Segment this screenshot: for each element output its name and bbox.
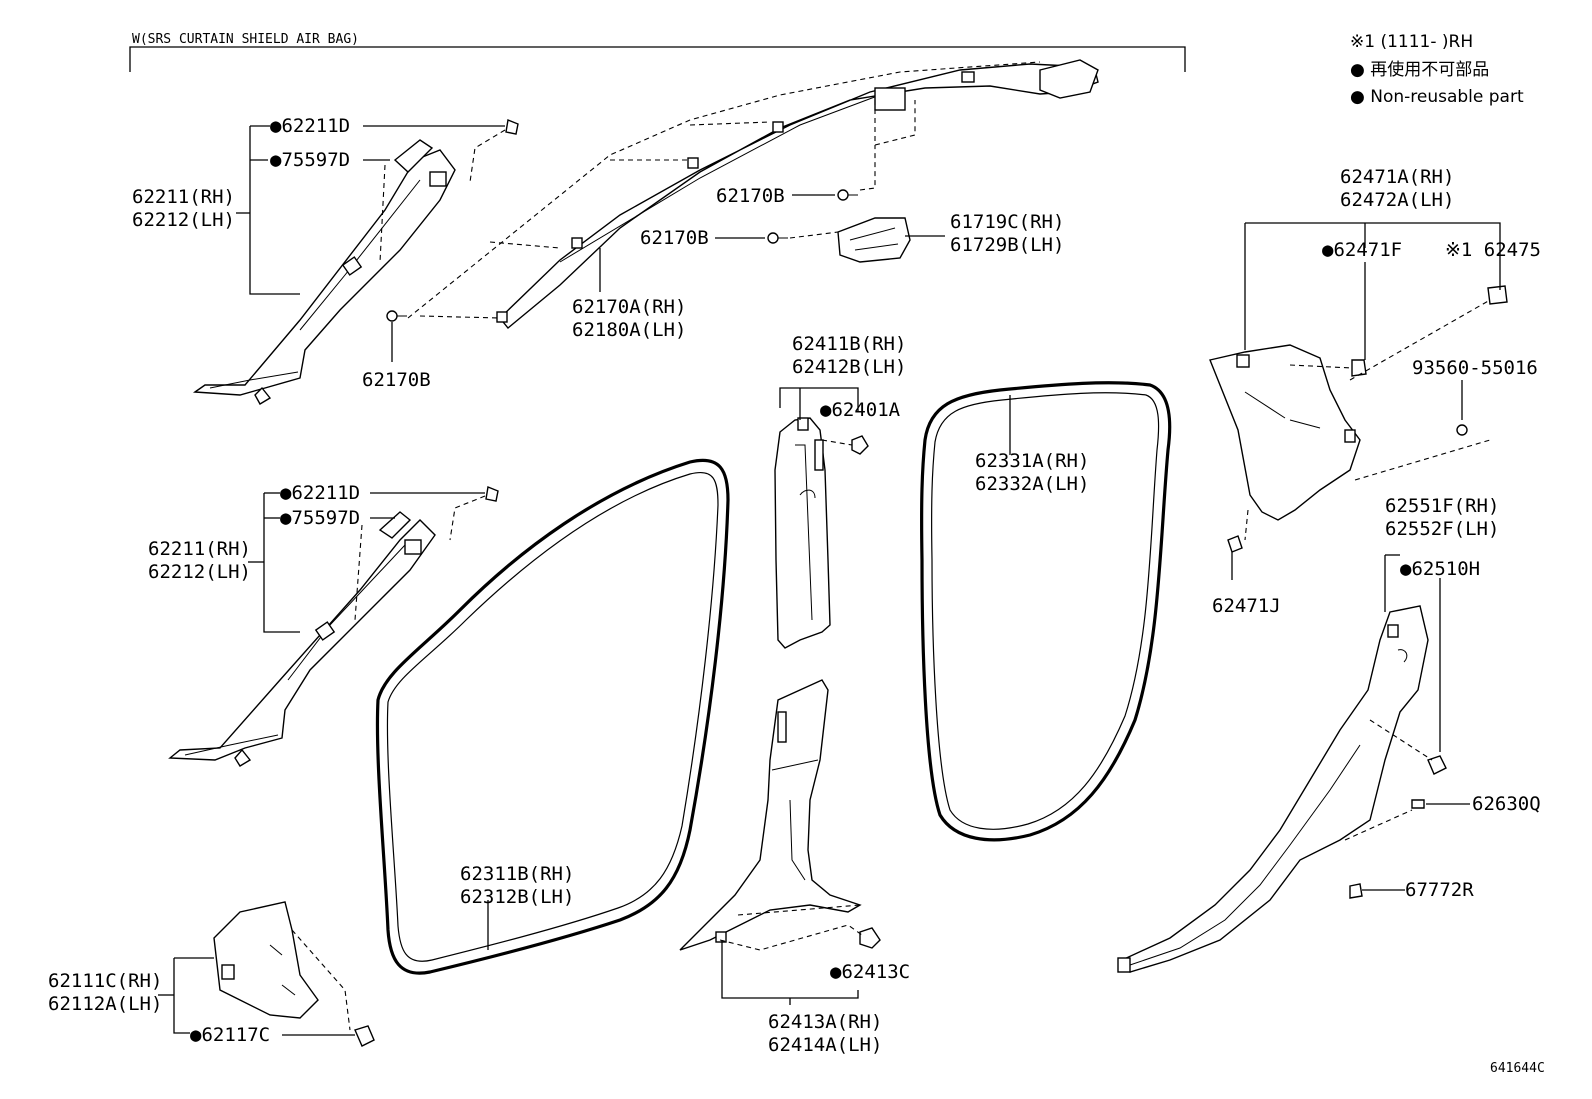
- label-67772r: 67772R: [1405, 879, 1474, 901]
- roof-rail-callouts: 62170A(RH) 62180A(LH) 62170B 62170B 6217…: [362, 61, 1041, 391]
- label-62552f-lh: 62552F(LH): [1385, 518, 1499, 540]
- label-62471a-rh: 62471A(RH): [1340, 166, 1454, 188]
- label-62211-rh-lower: 62211(RH): [148, 538, 251, 560]
- label-62471f: ●62471F: [1322, 239, 1402, 261]
- rear-door-weatherstrip: 62331A(RH) 62332A(LH): [920, 381, 1172, 842]
- label-62170a-rh: 62170A(RH): [572, 296, 686, 318]
- label-62170b-c: 62170B: [362, 369, 431, 391]
- label-62551f-rh: 62551F(RH): [1385, 495, 1499, 517]
- airbag-variant-bracket: W(SRS CURTAIN SHIELD AIR BAG): [129, 32, 1186, 72]
- label-62471j: 62471J: [1212, 595, 1281, 617]
- label-62510h: ●62510H: [1400, 558, 1480, 580]
- label-62211d-upper: ●62211D: [270, 115, 350, 137]
- roof-rail-airbag: [496, 59, 1099, 329]
- label-62211-rh-upper: 62211(RH): [132, 186, 235, 208]
- label-75597d-upper: ●75597D: [270, 149, 350, 171]
- label-93560-55016: 93560-55016: [1412, 357, 1538, 379]
- label-62332a-lh: 62332A(LH): [975, 473, 1089, 495]
- label-62411b-rh: 62411B(RH): [792, 333, 906, 355]
- b-pillar-lower-garnish: ●62413C 62413A(RH) 62414A(LH): [679, 679, 910, 1056]
- legend-note-2: ● 再使用不可部品: [1350, 59, 1489, 80]
- label-62331a-rh: 62331A(RH): [975, 450, 1089, 472]
- label-62211d-lower: ●62211D: [280, 482, 360, 504]
- label-62630q: 62630Q: [1472, 793, 1541, 815]
- a-pillar-lower-callouts: ●62211D ●75597D 62211(RH) 62212(LH): [148, 482, 499, 633]
- b-pillar-upper-garnish: 62411B(RH) 62412B(LH) ●62401A: [774, 333, 906, 649]
- label-62117c: ●62117C: [190, 1024, 270, 1046]
- label-62401a: ●62401A: [820, 399, 901, 421]
- diagram-id: 641644C: [1490, 1061, 1545, 1076]
- label-62413a-rh: 62413A(RH): [768, 1011, 882, 1033]
- label-62312b-lh: 62312B(LH): [460, 886, 574, 908]
- label-62170b-a: 62170B: [716, 185, 785, 207]
- label-62412b-lh: 62412B(LH): [792, 356, 906, 378]
- cowl-side-trim: 62111C(RH) 62112A(LH) ●62117C: [48, 901, 375, 1047]
- a-pillar-garnish-upper: [192, 139, 456, 405]
- label-62472a-lh: 62472A(LH): [1340, 189, 1454, 211]
- quarter-trim-lower: 62551F(RH) 62552F(LH) ●62510H 62630Q 677…: [1117, 495, 1541, 973]
- label-75597d-lower: ●75597D: [280, 507, 360, 529]
- label-62413c: ●62413C: [830, 961, 910, 983]
- label-62311b-rh: 62311B(RH): [460, 863, 574, 885]
- front-door-opening-weatherstrip: 62311B(RH) 62312B(LH): [375, 458, 730, 975]
- legend-note-3: ● Non-reusable part: [1350, 87, 1524, 107]
- assist-grip-bracket: 61719C(RH) 61729B(LH): [789, 211, 1064, 263]
- label-62212-lh-lower: 62212(LH): [148, 561, 251, 583]
- label-62112a-lh: 62112A(LH): [48, 993, 162, 1015]
- legend-note-1: ※1 (1111- )RH: [1350, 32, 1473, 52]
- label-62475-note: ※1 62475: [1445, 239, 1541, 261]
- label-62170b-b: 62170B: [640, 227, 709, 249]
- legend: ※1 (1111- )RH ● 再使用不可部品 ● Non-reusable p…: [1350, 32, 1524, 107]
- label-61719c-rh: 61719C(RH): [950, 211, 1064, 233]
- label-62180a-lh: 62180A(LH): [572, 319, 686, 341]
- label-62414a-lh: 62414A(LH): [768, 1034, 882, 1056]
- variant-note: W(SRS CURTAIN SHIELD AIR BAG): [132, 32, 359, 47]
- label-61729b-lh: 61729B(LH): [950, 234, 1064, 256]
- a-pillar-upper-callouts: ●62211D ●75597D 62211(RH) 62212(LH): [132, 115, 519, 295]
- label-62212-lh-upper: 62212(LH): [132, 209, 235, 231]
- label-62111c-rh: 62111C(RH): [48, 970, 162, 992]
- a-pillar-garnish-lower: [168, 511, 436, 767]
- quarter-trim-upper: 62471A(RH) 62472A(LH) ●62471F ※1 62475 9…: [1209, 166, 1541, 617]
